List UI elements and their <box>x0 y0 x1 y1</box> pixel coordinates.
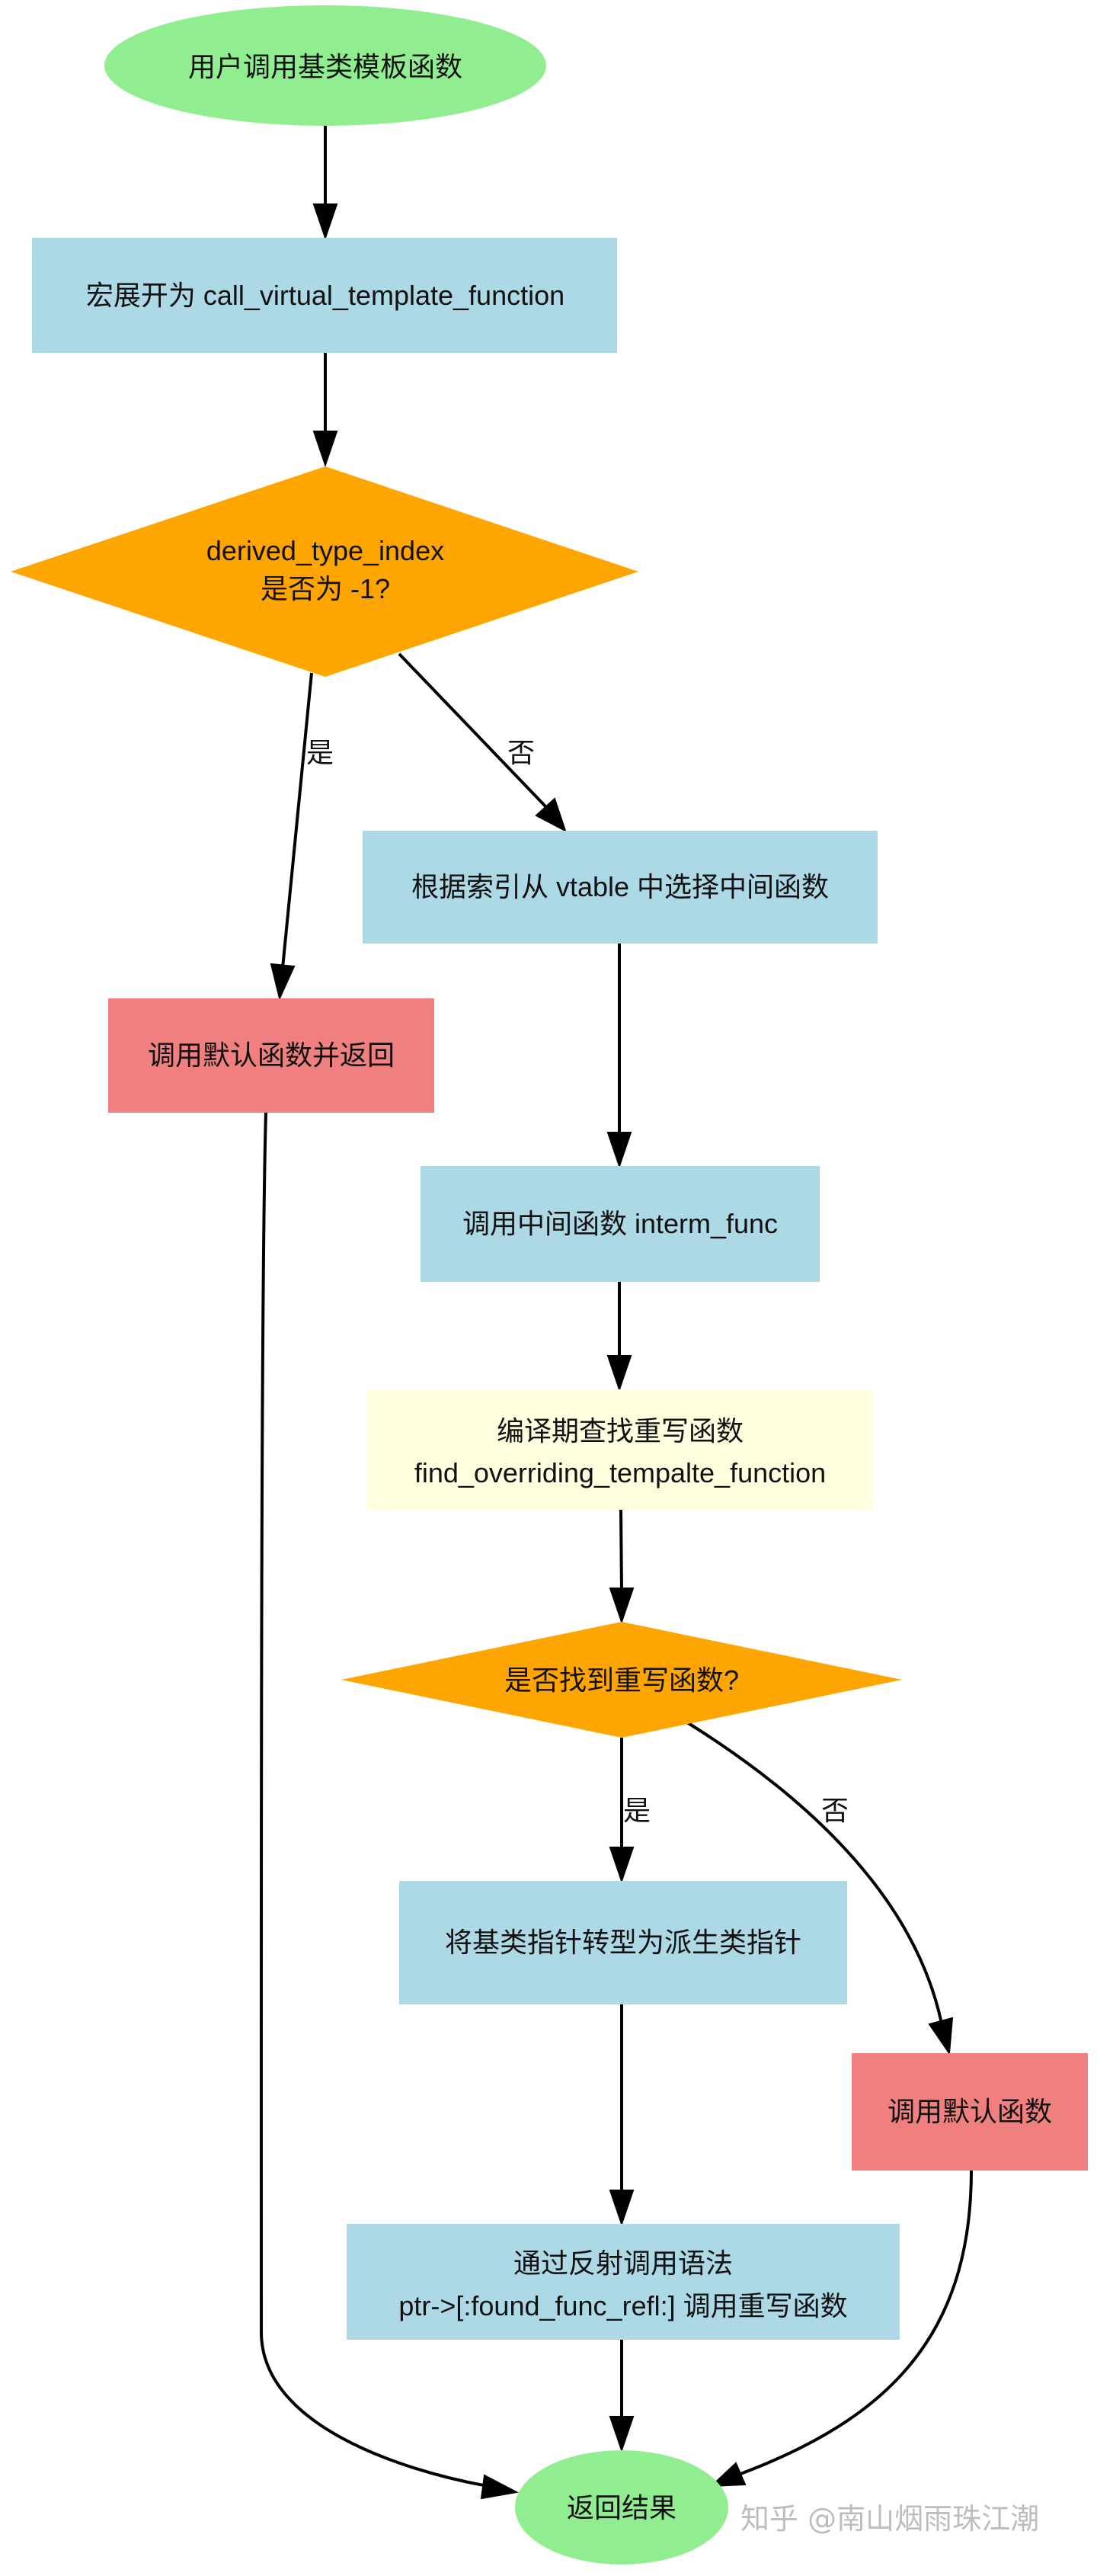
check-index-diamond <box>11 466 638 677</box>
edge-check-no-arrowhead <box>535 797 567 833</box>
macro-expand-label: 宏展开为 call_virtual_template_function <box>86 280 564 311</box>
call-interm-box <box>421 1166 820 1282</box>
select-interm-box <box>363 831 878 944</box>
call-default-return-box <box>108 998 434 1113</box>
node-start: 用户调用基类模板函数 <box>104 5 546 126</box>
reflect-call-box <box>347 2224 900 2340</box>
edge-cast-to-reflect-arrowhead <box>609 2190 635 2227</box>
check-found-label: 是否找到重写函数? <box>504 1664 739 1696</box>
node-macro-expand: 宏展开为 call_virtual_template_function <box>32 238 617 353</box>
edge-check-no <box>398 652 547 808</box>
reflect-call-label-line2: ptr->[:found_func_refl:] 调用重写函数 <box>398 2290 847 2321</box>
edge-find-to-check-arrowhead <box>609 1588 635 1625</box>
edge-default-return-to-end <box>259 1112 488 2488</box>
edge-default-to-end-arrowhead <box>709 2462 747 2488</box>
node-cast-pointer: 将基类指针转型为派生类指针 <box>399 1881 847 2004</box>
node-find-override: 编译期查找重写函数 find_overriding_tempalte_funct… <box>367 1389 873 1510</box>
node-select-interm: 根据索引从 vtable 中选择中间函数 <box>363 831 878 944</box>
check-index-label-line2: 是否为 -1? <box>261 573 390 604</box>
start-terminal-shape <box>104 5 546 126</box>
watermark: 知乎 @南山烟雨珠江潮 <box>740 2502 1039 2536</box>
call-default-return-label: 调用默认函数并返回 <box>148 1040 395 1071</box>
find-override-label-line1: 编译期查找重写函数 <box>497 1415 744 1447</box>
call-interm-label: 调用中间函数 interm_func <box>462 1208 778 1239</box>
edge-check-yes <box>281 672 313 969</box>
edge-label-yes-2: 是 <box>623 1795 651 1826</box>
node-call-default: 调用默认函数 <box>852 2053 1088 2171</box>
edge-check-yes-arrowhead <box>270 963 296 1001</box>
reflect-call-label-line1: 通过反射调用语法 <box>513 2248 733 2279</box>
node-reflect-call: 通过反射调用语法 ptr->[:found_func_refl:] 调用重写函数 <box>347 2224 900 2340</box>
edge-select-to-interm-arrowhead <box>606 1132 632 1169</box>
start-label: 用户调用基类模板函数 <box>188 51 462 82</box>
end-terminal-shape <box>515 2450 728 2565</box>
check-found-diamond <box>341 1622 902 1738</box>
macro-expand-box <box>32 238 617 353</box>
edge-label-yes-1: 是 <box>306 737 334 768</box>
call-default-box <box>852 2053 1088 2171</box>
edge-find-to-check <box>619 1509 623 1592</box>
edges <box>259 126 973 2500</box>
node-call-interm: 调用中间函数 interm_func <box>421 1166 820 1282</box>
node-check-found: 是否找到重写函数? <box>341 1622 902 1738</box>
edge-default-return-to-end-arrowhead <box>480 2474 520 2500</box>
edge-default-to-end <box>740 2170 973 2475</box>
edge-interm-to-find-arrowhead <box>606 1355 632 1392</box>
edge-label-no-1: 否 <box>507 737 535 768</box>
edge-start-to-macro-arrowhead <box>312 203 338 241</box>
edge-found-no-arrowhead <box>928 2017 954 2055</box>
node-check-index: derived_type_index 是否为 -1? <box>11 466 638 677</box>
find-override-label-line2: find_overriding_tempalte_function <box>414 1457 826 1488</box>
end-label: 返回结果 <box>567 2492 676 2523</box>
node-end: 返回结果 <box>515 2450 728 2565</box>
edge-reflect-to-end-arrowhead <box>609 2416 635 2453</box>
call-default-label: 调用默认函数 <box>888 2096 1052 2127</box>
node-call-default-return: 调用默认函数并返回 <box>108 998 434 1113</box>
edge-found-no <box>686 1721 943 2024</box>
edge-found-yes-arrowhead <box>609 1847 635 1884</box>
cast-pointer-label: 将基类指针转型为派生类指针 <box>445 1927 801 1958</box>
edge-label-no-2: 否 <box>821 1795 849 1826</box>
find-override-box <box>367 1389 873 1510</box>
cast-pointer-box <box>399 1881 847 2004</box>
check-index-label-line1: derived_type_index <box>206 535 444 566</box>
select-interm-label: 根据索引从 vtable 中选择中间函数 <box>411 871 829 902</box>
edge-macro-to-check-arrowhead <box>312 431 338 468</box>
